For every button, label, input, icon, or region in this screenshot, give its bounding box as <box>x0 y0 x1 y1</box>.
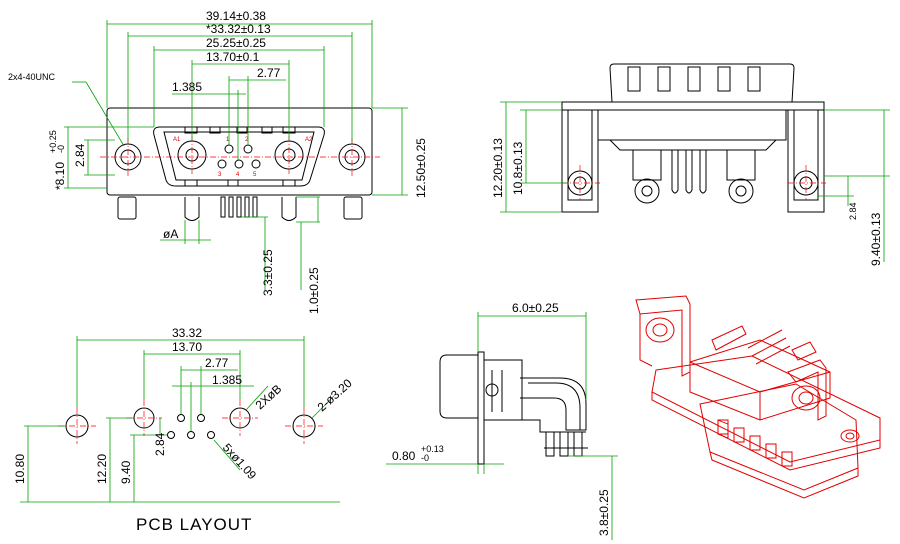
dim-overall-width: 39.14±0.38 <box>206 9 266 23</box>
side-view: 12.20±0.13 10.8±0.13 9.40±0.13 2.84 <box>491 63 890 266</box>
dim-signal-pitch: 2.77 <box>257 66 281 80</box>
pin-label-2: 2 <box>245 137 249 143</box>
pcb-layout: 33.32 13.70 2.77 1.385 2XøB 2-ø3.20 5xø1… <box>13 326 355 534</box>
pcb-height-12-20: 12.20 <box>95 454 109 484</box>
pin-label-4: 4 <box>236 172 240 178</box>
pcb-pitch-2-77: 2.77 <box>205 356 229 370</box>
front-view: A1 A2 1 2 3 4 5 <box>8 9 428 314</box>
dim-signal-offset: 1.385 <box>172 80 202 94</box>
pcb-height-10-80: 10.80 <box>13 454 27 484</box>
pcb-layout-title: PCB LAYOUT <box>136 515 252 534</box>
dim-flange-0-80-tol-upper: +0.13 <box>421 444 444 454</box>
pin-label-a1: A1 <box>173 137 181 143</box>
pcb-pitch-1-385: 1.385 <box>212 373 242 387</box>
dim-flange-0-80-tol-lower: -0 <box>421 453 429 463</box>
isometric-view <box>635 295 881 499</box>
dim-height-8-10-tol-lower: -0 <box>56 145 66 153</box>
pcb-pitch-33-32: 33.32 <box>172 326 202 340</box>
dim-power-pin-pitch: 13.70±0.1 <box>206 50 260 64</box>
dim-side-height-9-40: 9.40±0.13 <box>869 212 883 266</box>
dim-height-2-84: 2.84 <box>73 143 87 167</box>
dim-height-8-10: *8.10 <box>53 162 67 190</box>
dim-flange-0-80: 0.80 <box>392 449 416 463</box>
pin-label-5: 5 <box>253 172 257 178</box>
pin-label-1: 1 <box>226 137 230 143</box>
pin-label-3: 3 <box>218 172 222 178</box>
pcb-hole-5x1-09: 5xø1.09 <box>220 441 260 483</box>
dim-pin-len-3-3: 3.3±0.25 <box>261 249 275 296</box>
thread-note: 2x4-40UNC <box>8 72 56 82</box>
pin-label-a2: A2 <box>305 137 313 143</box>
pcb-hole-2xb: 2XøB <box>253 382 285 412</box>
dim-depth-6-0: 6.0±0.25 <box>512 301 559 315</box>
dim-side-height-12-20: 12.20±0.13 <box>491 138 505 198</box>
dim-pin-diameter: øA <box>163 227 178 241</box>
dim-pin-len-1-0: 1.0±0.25 <box>307 267 321 314</box>
dim-side-height-2-84: 2.84 <box>848 202 858 220</box>
dim-side-height-10-8: 10.8±0.13 <box>511 141 525 195</box>
dim-tail-3-8: 3.8±0.25 <box>597 489 611 536</box>
pcb-height-2-84: 2.84 <box>153 432 167 456</box>
pcb-pitch-13-70: 13.70 <box>172 340 202 354</box>
pcb-hole-2x3-20: 2-ø3.20 <box>315 376 355 414</box>
dim-flange-height: 12.50±0.25 <box>414 138 428 198</box>
dim-shell-width: 25.25±0.25 <box>206 36 266 50</box>
profile-view: 6.0±0.25 0.80 +0.13 -0 3.8±0.25 <box>386 301 618 540</box>
dim-height-8-10-tol-upper: +0.25 <box>48 130 58 153</box>
dim-mount-hole-pitch: *33.32±0.13 <box>206 22 271 36</box>
pcb-height-9-40: 9.40 <box>119 460 133 484</box>
